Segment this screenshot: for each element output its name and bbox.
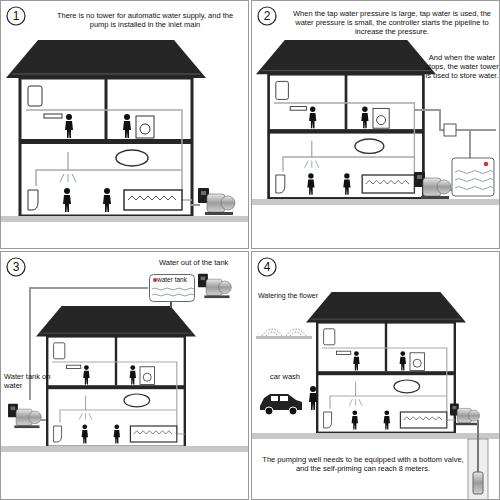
flow-note: Water out of the tank <box>159 258 249 267</box>
bottom-valve <box>473 472 483 494</box>
car-window <box>280 396 288 401</box>
tank-mark <box>484 162 488 166</box>
lawn <box>256 336 312 339</box>
car-illustration <box>260 394 302 415</box>
use-note: car wash <box>270 372 314 381</box>
valve-box <box>444 124 456 136</box>
badge-circle <box>7 258 25 276</box>
step-note: And when the water stops, the water towe… <box>424 53 500 80</box>
ground <box>0 446 249 452</box>
step-caption: The pumping well needs to be equipped wi… <box>260 455 466 473</box>
inlet-pipe <box>190 204 200 206</box>
tank-water <box>152 288 194 296</box>
step-number: 4 <box>257 260 277 274</box>
ground <box>0 216 249 222</box>
use-note: Watering the flower <box>258 292 328 300</box>
tank-stand <box>170 301 172 308</box>
step-badge: 1 <box>6 6 26 26</box>
suction-pipe <box>477 420 479 472</box>
flow-note: Water tank on water <box>4 372 54 390</box>
step-panel: There is no tower for automatic water su… <box>0 0 249 249</box>
badge-circle <box>7 7 25 25</box>
house-pipe <box>40 419 46 421</box>
car-wheel <box>289 407 297 415</box>
badge-circle <box>258 258 276 276</box>
tank-outlet-pipe <box>30 288 148 400</box>
storage-tank <box>452 158 494 196</box>
step-number: 2 <box>257 9 277 23</box>
tank-mark <box>153 278 157 282</box>
step-caption: When the tap water pressure is large, ta… <box>286 9 498 36</box>
step-caption: There is no tower for automatic water su… <box>47 11 243 29</box>
ground <box>251 199 500 205</box>
sprinkler-spray <box>262 329 306 336</box>
tank-body <box>150 275 195 302</box>
car-wheel <box>265 407 273 415</box>
step-number: 3 <box>6 260 26 274</box>
step-number: 1 <box>6 9 26 23</box>
step-panel: Watering the flower car washThe pumping w… <box>251 251 500 500</box>
car-window <box>271 396 278 401</box>
step-panel: When the tap water pressure is large, ta… <box>251 0 500 249</box>
step-badge: 4 <box>257 257 277 277</box>
step-panel: Water out of the tankWater tank on water… <box>0 251 249 500</box>
tank-water <box>455 171 493 190</box>
badge-circle <box>258 7 276 25</box>
ground <box>251 433 500 439</box>
tank-pipe <box>469 130 471 158</box>
water-tank: water tank <box>149 274 195 302</box>
step-badge: 3 <box>6 257 26 277</box>
tank-label: water tank <box>151 276 193 284</box>
step-badge: 2 <box>257 6 277 26</box>
